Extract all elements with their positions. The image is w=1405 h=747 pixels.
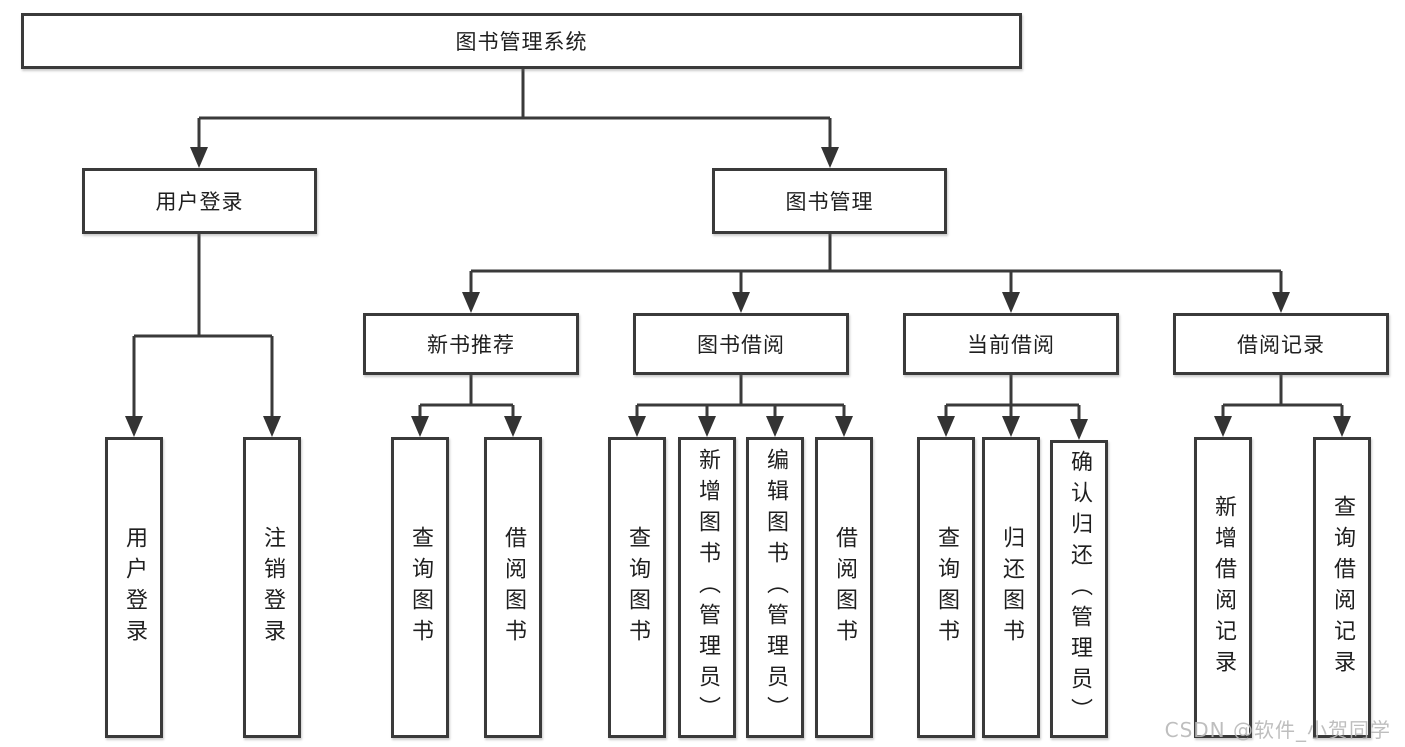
leaf-label: 编辑图书（管理员）	[763, 448, 788, 727]
leaf-return-books: 归还图书	[982, 437, 1040, 738]
leaf-label: 新增借阅记录	[1211, 494, 1236, 681]
leaf-logout: 注销登录	[243, 437, 301, 738]
leaf-user-login: 用户登录	[105, 437, 163, 738]
leaf-query-books: 查询图书	[608, 437, 666, 738]
node-root-system: 图书管理系统	[21, 13, 1022, 69]
leaf-add-borrow-record: 新增借阅记录	[1194, 437, 1252, 738]
node-book-management-branch: 图书管理	[712, 168, 947, 234]
leaf-label: 新增图书（管理员）	[695, 448, 720, 727]
leaf-label: 查询图书	[625, 525, 650, 650]
node-label: 图书借阅	[697, 333, 785, 357]
csdn-watermark: CSDN @软件_小贺同学	[1164, 718, 1391, 742]
node-label: 图书管理系统	[455, 30, 588, 54]
node-new-book-recommend: 新书推荐	[363, 313, 579, 375]
leaf-label: 注销登录	[260, 525, 285, 650]
node-label: 借阅记录	[1237, 333, 1325, 357]
leaf-borrow-books: 借阅图书	[815, 437, 873, 738]
leaf-label: 借阅图书	[501, 525, 526, 650]
leaf-borrow-books: 借阅图书	[484, 437, 542, 738]
node-label: 图书管理	[785, 190, 874, 214]
leaf-edit-books-admin: 编辑图书（管理员）	[746, 437, 804, 738]
leaf-query-books: 查询图书	[917, 437, 975, 738]
node-book-borrow: 图书借阅	[633, 313, 849, 375]
node-label: 当前借阅	[967, 333, 1055, 357]
leaf-label: 确认归还（管理员）	[1067, 449, 1092, 729]
leaf-label: 用户登录	[122, 525, 147, 650]
leaf-label: 归还图书	[999, 525, 1024, 650]
node-label: 新书推荐	[427, 333, 515, 357]
node-borrow-records: 借阅记录	[1173, 313, 1389, 375]
leaf-add-books-admin: 新增图书（管理员）	[678, 437, 736, 738]
leaf-label: 查询借阅记录	[1330, 494, 1355, 681]
leaf-label: 查询图书	[408, 525, 433, 650]
leaf-query-books: 查询图书	[391, 437, 449, 738]
node-label: 用户登录	[155, 190, 244, 214]
leaf-label: 借阅图书	[832, 525, 857, 650]
leaf-confirm-return-admin: 确认归还（管理员）	[1050, 440, 1108, 738]
node-current-borrow: 当前借阅	[903, 313, 1119, 375]
node-user-login-branch: 用户登录	[82, 168, 317, 234]
leaf-query-borrow-record: 查询借阅记录	[1313, 437, 1371, 738]
leaf-label: 查询图书	[934, 525, 959, 650]
arrowhead-icons	[125, 147, 1351, 440]
